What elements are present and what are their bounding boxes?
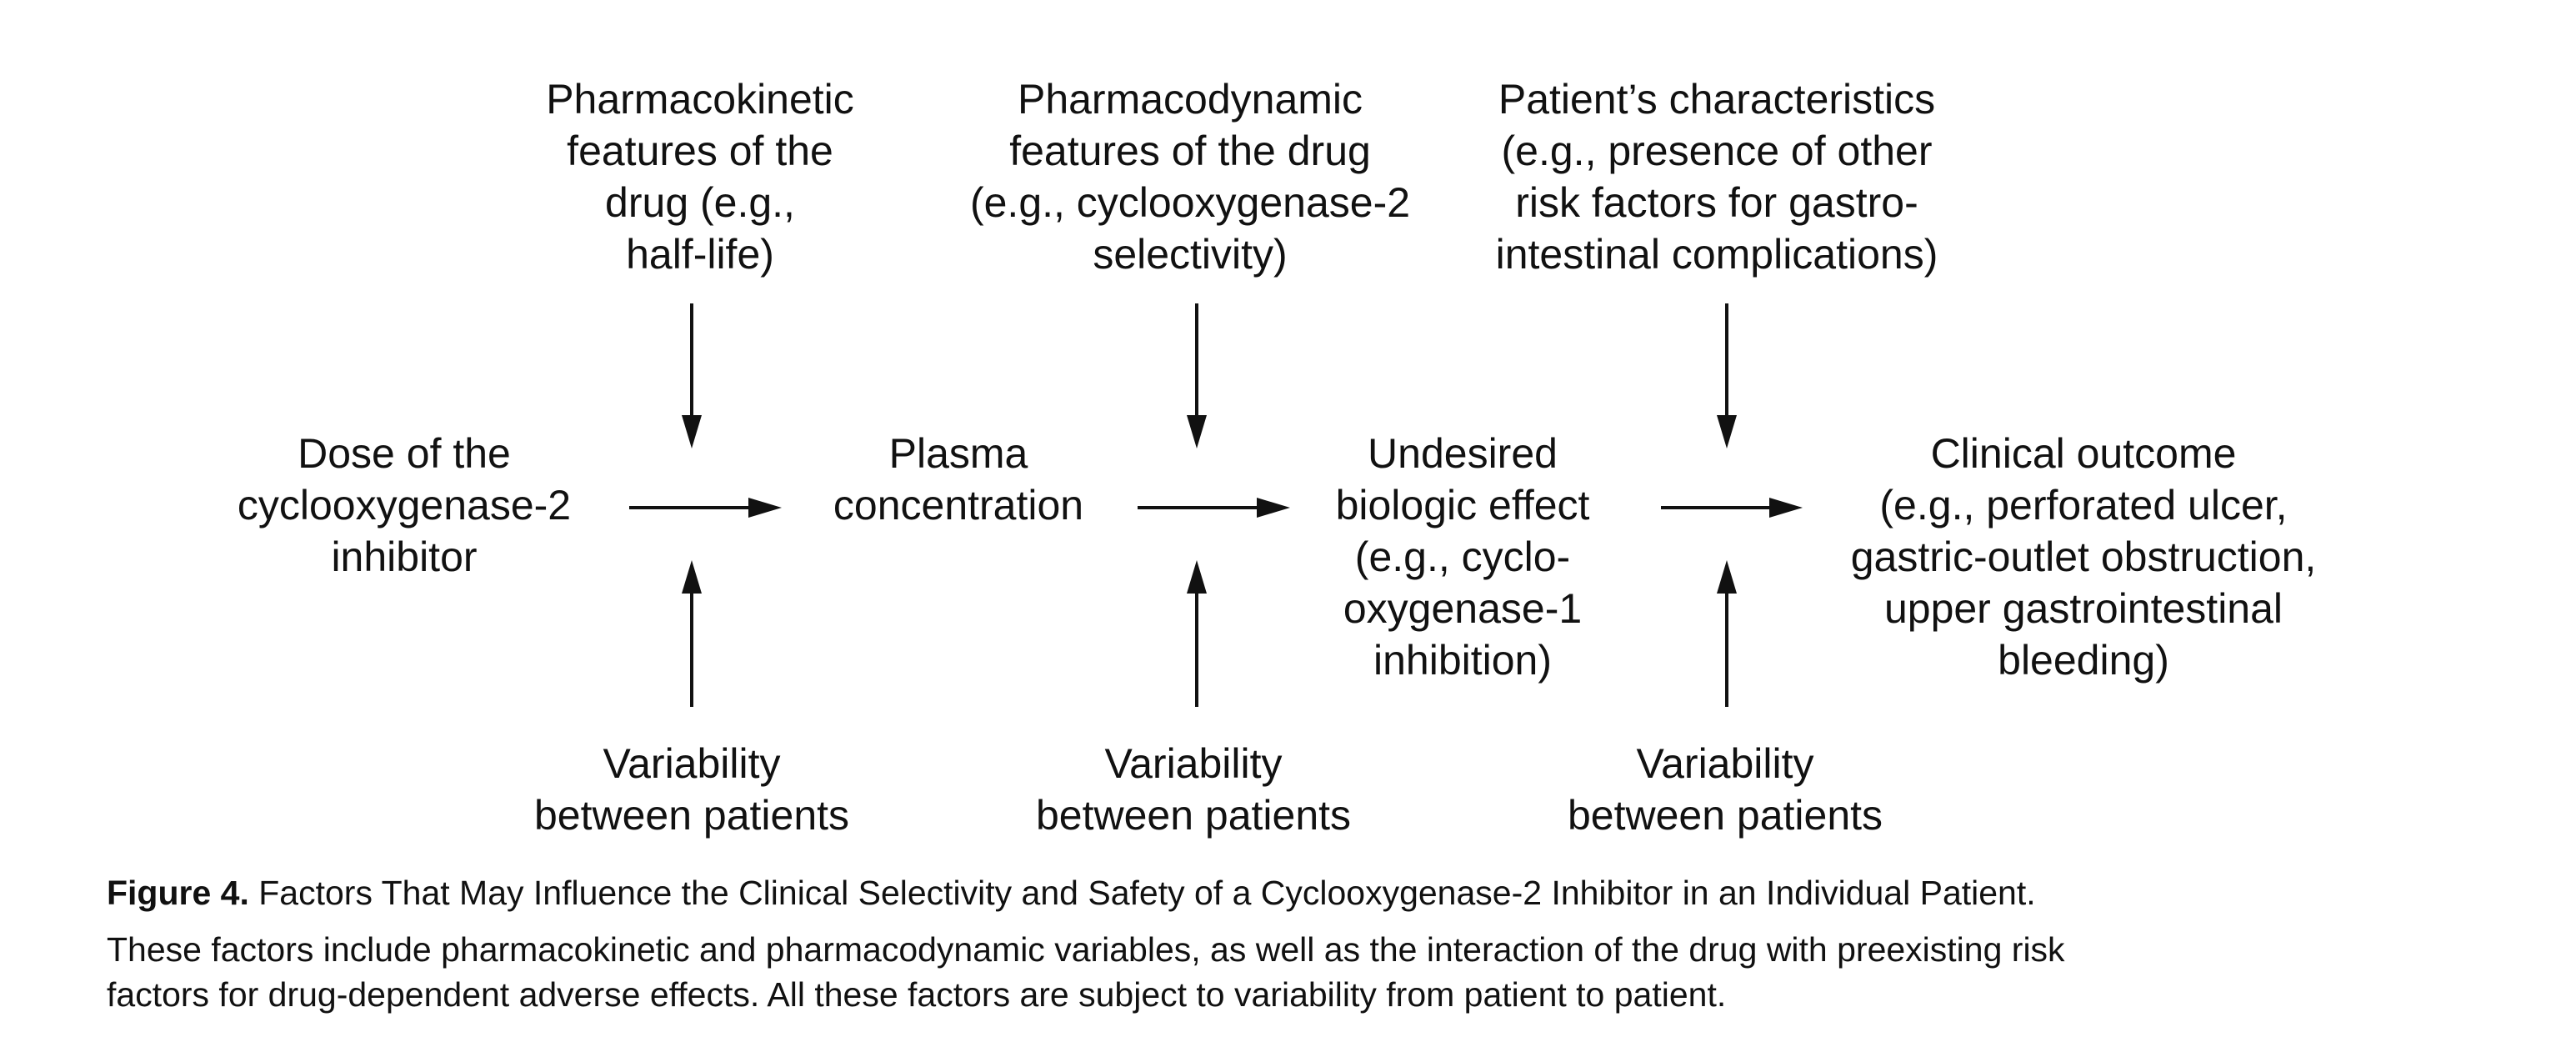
- patient-characteristics-label: Patient’s characteristics (e.g., presenc…: [1495, 76, 1938, 278]
- arrow-variability-up-1: [682, 560, 702, 707]
- arrow-variability-up-3: [1717, 560, 1737, 707]
- variability-label-3: Variability between patients: [1567, 740, 1883, 839]
- variability-label-1: Variability between patients: [533, 740, 850, 839]
- figure-caption-title: Figure 4. Factors That May Influence the…: [107, 867, 2507, 919]
- undesired-biologic-effect-node: Undesired biologic effect (e.g., cyclo- …: [1335, 430, 1590, 684]
- figure-caption-body-line1: These factors include pharmacokinetic an…: [107, 930, 2065, 969]
- clinical-outcome-node: Clinical outcome (e.g., perforated ulcer…: [1850, 430, 2317, 684]
- dose-node: Dose of the cyclooxygenase-2 inhibitor: [237, 430, 572, 580]
- arrow-plasma-to-effect: [1138, 498, 1290, 518]
- pharmacodynamic-features-label: Pharmacodynamic features of the drug (e.…: [969, 76, 1411, 278]
- arrow-pharmacokinetic-down: [682, 303, 702, 448]
- arrow-variability-up-2: [1187, 560, 1207, 707]
- arrow-pharmacodynamic-down: [1187, 303, 1207, 448]
- arrow-effect-to-outcome: [1661, 498, 1803, 518]
- figure-label: Figure 4.: [107, 874, 249, 912]
- pharmacokinetic-features-label: Pharmacokinetic features of the drug (e.…: [546, 76, 854, 278]
- arrow-patient-characteristics-down: [1717, 303, 1737, 448]
- arrow-dose-to-plasma: [629, 498, 782, 518]
- figure-title: Factors That May Influence the Clinical …: [248, 874, 2036, 912]
- figure-caption-body-line2: factors for drug-dependent adverse effec…: [107, 975, 1727, 1014]
- plasma-concentration-node: Plasma concentration: [833, 430, 1084, 529]
- variability-label-2: Variability between patients: [1035, 740, 1352, 839]
